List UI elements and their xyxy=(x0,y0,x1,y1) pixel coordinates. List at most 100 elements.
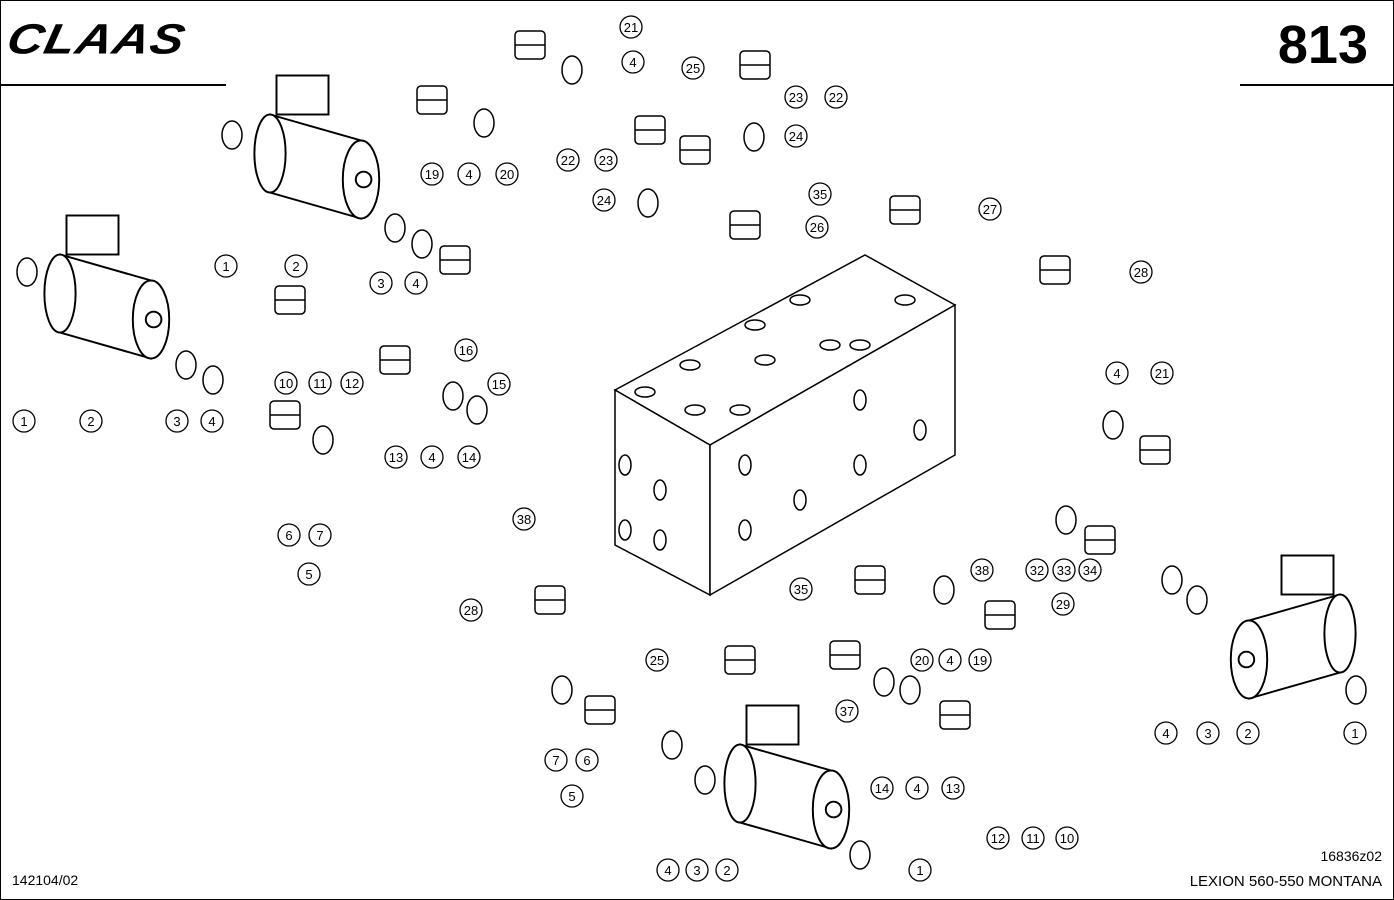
callout-label: 22 xyxy=(561,153,575,168)
o-ring xyxy=(16,257,38,287)
fitting xyxy=(984,600,1016,630)
callout-label: 38 xyxy=(975,563,989,578)
callout-label: 4 xyxy=(465,167,472,182)
callout-label: 23 xyxy=(599,153,613,168)
fitting xyxy=(416,85,448,115)
fitting xyxy=(724,645,756,675)
callout-4: 4 xyxy=(200,409,224,433)
document-number: 142104/02 xyxy=(12,872,79,888)
fitting xyxy=(379,345,411,375)
fitting xyxy=(939,700,971,730)
o-ring xyxy=(466,395,488,425)
callout-label: 20 xyxy=(915,653,929,668)
callout-label: 21 xyxy=(1155,366,1169,381)
fitting xyxy=(584,695,616,725)
callout-25: 25 xyxy=(645,648,669,672)
callout-2: 2 xyxy=(1236,721,1260,745)
callout-label: 4 xyxy=(629,55,636,70)
o-ring xyxy=(175,350,197,380)
o-ring xyxy=(637,188,659,218)
callout-label: 15 xyxy=(492,377,506,392)
o-ring xyxy=(551,675,573,705)
callout-21: 21 xyxy=(1150,361,1174,385)
callout-label: 35 xyxy=(794,582,808,597)
solenoid-coil xyxy=(1229,554,1357,700)
callout-19: 19 xyxy=(968,648,992,672)
callout-28: 28 xyxy=(459,598,483,622)
callout-32: 32 xyxy=(1025,558,1049,582)
block-port xyxy=(618,519,632,541)
callout-label: 3 xyxy=(1204,726,1211,741)
block-port xyxy=(738,454,752,476)
callout-4: 4 xyxy=(457,162,481,186)
callout-label: 3 xyxy=(173,414,180,429)
callout-label: 7 xyxy=(552,753,559,768)
figure-id: 16836z02 xyxy=(1320,848,1382,864)
callout-label: 2 xyxy=(292,259,299,274)
block-port xyxy=(793,489,807,511)
callout-label: 38 xyxy=(517,512,531,527)
o-ring xyxy=(1055,505,1077,535)
callout-25: 25 xyxy=(681,56,705,80)
callout-1: 1 xyxy=(908,858,932,882)
o-ring xyxy=(442,381,464,411)
callout-37: 37 xyxy=(835,699,859,723)
o-ring xyxy=(933,575,955,605)
callout-label: 14 xyxy=(462,450,476,465)
callout-3: 3 xyxy=(685,858,709,882)
callout-10: 10 xyxy=(1055,826,1079,850)
fitting xyxy=(679,135,711,165)
callout-4: 4 xyxy=(621,50,645,74)
callout-label: 5 xyxy=(568,789,575,804)
callout-12: 12 xyxy=(340,371,364,395)
callout-label: 23 xyxy=(789,90,803,105)
block-port xyxy=(754,354,776,366)
callout-label: 10 xyxy=(279,376,293,391)
o-ring xyxy=(1186,585,1208,615)
block-port xyxy=(849,339,871,351)
callout-label: 4 xyxy=(1162,726,1169,741)
callout-12: 12 xyxy=(986,826,1010,850)
callout-label: 6 xyxy=(583,753,590,768)
page-number: 813 xyxy=(1277,15,1368,75)
o-ring xyxy=(473,108,495,138)
block-port xyxy=(634,386,656,398)
callout-label: 24 xyxy=(597,193,611,208)
fitting xyxy=(534,585,566,615)
callout-24: 24 xyxy=(592,188,616,212)
callout-label: 1 xyxy=(916,863,923,878)
callout-13: 13 xyxy=(384,445,408,469)
callout-3: 3 xyxy=(369,271,393,295)
block-port xyxy=(729,404,751,416)
callout-label: 13 xyxy=(946,781,960,796)
callout-label: 4 xyxy=(664,863,671,878)
callout-4: 4 xyxy=(938,648,962,672)
callout-6: 6 xyxy=(575,748,599,772)
fitting xyxy=(274,285,306,315)
callout-label: 27 xyxy=(983,202,997,217)
callout-23: 23 xyxy=(784,85,808,109)
callout-label: 19 xyxy=(425,167,439,182)
o-ring xyxy=(411,229,433,259)
o-ring xyxy=(873,667,895,697)
o-ring xyxy=(1345,675,1367,705)
callout-1: 1 xyxy=(12,409,36,433)
block-port xyxy=(653,479,667,501)
callout-label: 35 xyxy=(813,187,827,202)
callout-label: 2 xyxy=(87,414,94,429)
block-port xyxy=(913,419,927,441)
block-port xyxy=(853,454,867,476)
block-port xyxy=(789,294,811,306)
callout-label: 12 xyxy=(991,831,1005,846)
callout-label: 4 xyxy=(946,653,953,668)
callout-2: 2 xyxy=(284,254,308,278)
callout-20: 20 xyxy=(495,162,519,186)
callout-14: 14 xyxy=(457,445,481,469)
callout-1: 1 xyxy=(214,254,238,278)
callout-26: 26 xyxy=(805,215,829,239)
callout-23: 23 xyxy=(594,148,618,172)
callout-29: 29 xyxy=(1051,592,1075,616)
o-ring xyxy=(202,365,224,395)
block-port xyxy=(853,389,867,411)
callout-label: 37 xyxy=(840,704,854,719)
